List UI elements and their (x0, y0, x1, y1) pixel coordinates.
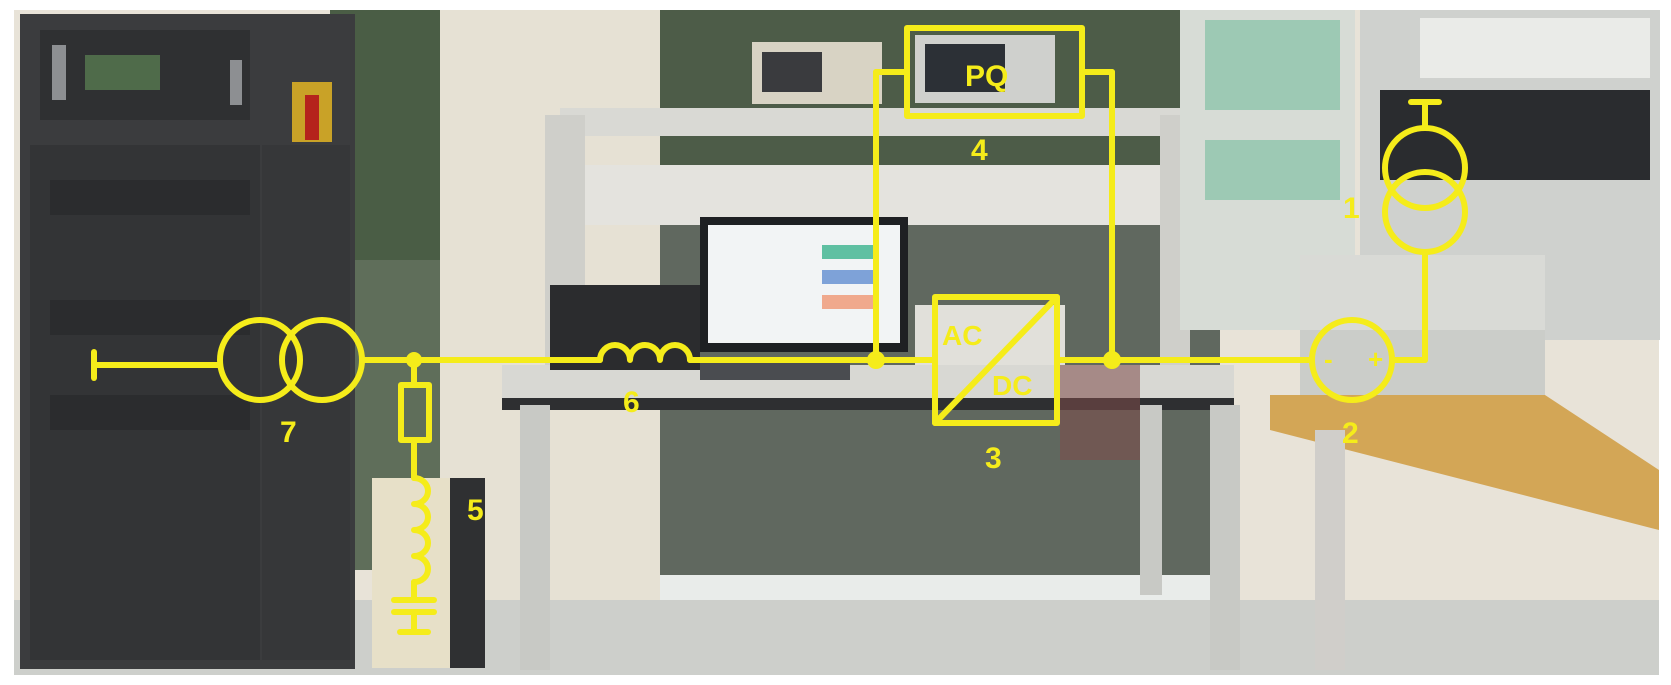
distribution-green-panel (1205, 20, 1340, 110)
laptop-screen-block-green (822, 245, 874, 259)
filter-box-side (450, 478, 485, 668)
wooden-table (1270, 395, 1659, 530)
bench-leg-mid (1140, 405, 1162, 595)
converter-diagonal (932, 294, 1060, 426)
line-inductor-symbol (597, 342, 693, 363)
label-number-4: 4 (971, 134, 988, 167)
pq-analyzer-screen (925, 44, 1005, 92)
dc-plus-label: + (1368, 344, 1383, 374)
dc-label: DC (992, 370, 1032, 401)
label-number-2: 2 (1342, 417, 1359, 450)
label-number-6: 6 (623, 386, 640, 419)
red-cables (1060, 365, 1140, 460)
cabinet-vent-2 (50, 300, 250, 335)
label-number-7: 7 (280, 416, 297, 449)
bench-leg-left (520, 405, 550, 670)
cabinet-display (85, 55, 160, 90)
distribution-green-panel-2 (1205, 140, 1340, 200)
laptop-keyboard (700, 362, 850, 380)
pq-label: PQ (965, 60, 1008, 93)
grid-transformer-winding-1 (217, 317, 303, 403)
oscilloscope-screen (762, 52, 822, 92)
top-transformer-winding-1 (1382, 169, 1468, 255)
cabinet-handle-left (52, 45, 66, 100)
right-rack-top-unit (1420, 18, 1650, 78)
label-number-5: 5 (467, 494, 484, 527)
wooden-table-leg (1315, 430, 1345, 670)
filter-inductor-symbol (411, 475, 431, 585)
schematic-overlay (91, 25, 1468, 635)
ac-label: AC (942, 320, 982, 351)
cabinet-switch-handle (305, 95, 319, 140)
cabinet-right-door (262, 145, 350, 660)
bench-panel (560, 165, 1180, 225)
dc-minus-label: - (1324, 344, 1333, 374)
overlay-labels: PQ AC DC - + 1 2 3 4 5 6 7 (280, 60, 1383, 527)
cabinet-vent-3 (50, 395, 250, 430)
bench-top-shelf (560, 108, 1180, 136)
laptop-screen-block-blue (822, 270, 874, 284)
laptop-screen-block-orange (822, 295, 874, 309)
bench-leg-right (1210, 405, 1240, 670)
bench-table-edge (502, 398, 1234, 410)
label-number-3: 3 (985, 442, 1002, 475)
physical-inductors (550, 285, 700, 370)
label-number-1: 1 (1343, 192, 1360, 225)
cabinet-handle-right (230, 60, 242, 105)
cabinet-vent-1 (50, 180, 250, 215)
pq-right-junction-dot (1103, 351, 1121, 369)
